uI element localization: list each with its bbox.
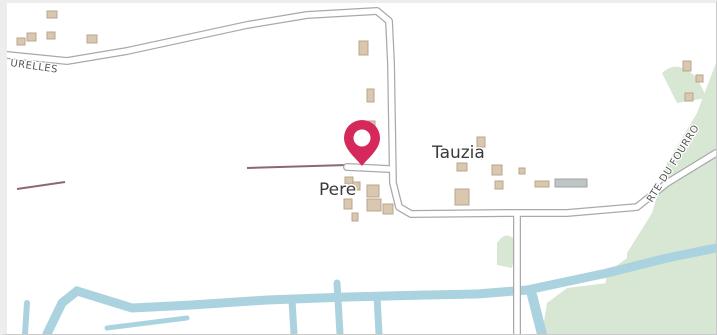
shed-building (554, 178, 588, 188)
place-label-tauzia: Tauzia (431, 143, 485, 163)
water-body (22, 243, 716, 334)
map-canvas[interactable]: Tauzia Pere URELLES RTE DU FOURRO (7, 3, 716, 334)
place-label-pere: Pere (319, 180, 356, 200)
buildings (16, 10, 704, 222)
map-pin-icon (344, 120, 380, 166)
location-marker[interactable] (344, 120, 380, 166)
track-lines (16, 164, 348, 190)
road-network (7, 7, 716, 334)
